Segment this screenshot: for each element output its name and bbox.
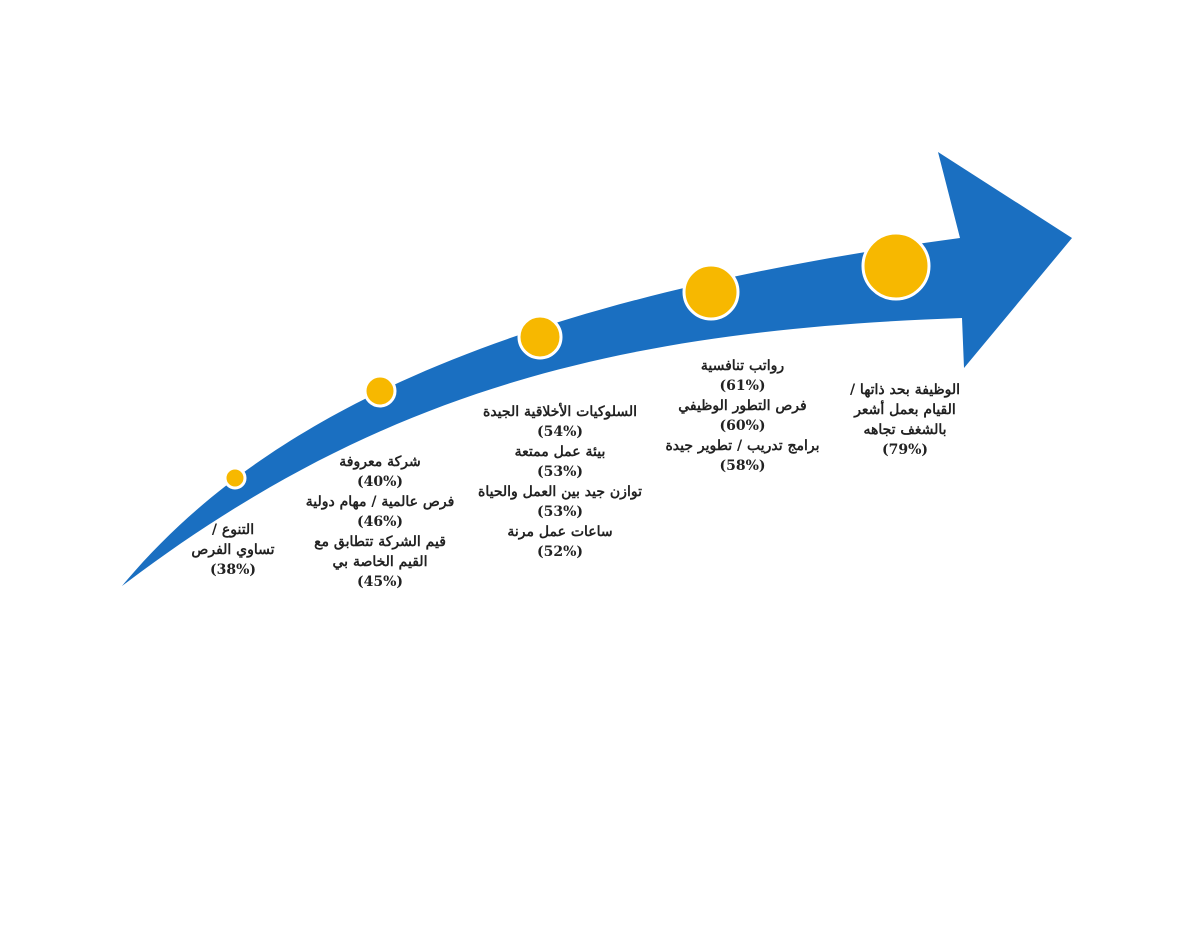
stage-2-item-2-percent: (46%) — [356, 514, 404, 530]
stage-4-item-3-percent: (58%) — [719, 458, 766, 474]
stage-4-label: رواتب تنافسية (61%) فرص التطور الوظيفي (… — [650, 356, 835, 476]
stage-5-label: الوظيفة بحد ذاتها / القيام بعمل أشعر بال… — [830, 380, 980, 460]
stage-5-percent: (79%) — [881, 442, 929, 458]
stage-3-item-4-percent: (52%) — [536, 544, 584, 560]
stage-5-line-1: الوظيفة بحد ذاتها / — [849, 382, 961, 398]
stage-1-line-1: التنوع / — [211, 522, 255, 538]
stage-4-item-2: فرص التطور الوظيفي — [678, 398, 807, 414]
stage-3-item-2: بيئة عمل ممتعة — [514, 444, 606, 460]
milestone-dot-2 — [363, 374, 397, 408]
stage-5-line-3: بالشغف تجاهه — [863, 422, 947, 438]
stage-3-item-1-percent: (54%) — [536, 424, 584, 440]
stage-3-label: السلوكيات الأخلاقية الجيدة (54%) بيئة عم… — [460, 402, 660, 562]
stage-4-item-1: رواتب تنافسية — [700, 358, 785, 374]
stage-2-item-3-line-1: قيم الشركة تتطابق مع — [314, 534, 446, 550]
curved-arrow — [122, 152, 1072, 586]
stage-2-item-3-line-2: القيم الخاصة بي — [332, 554, 428, 570]
milestone-dot-5 — [861, 231, 931, 301]
stage-2-label: شركة معروفة (40%) فرص عالمية / مهام دولي… — [290, 452, 470, 592]
stage-3-item-1: السلوكيات الأخلاقية الجيدة — [483, 404, 637, 420]
stage-4-item-1-percent: (61%) — [719, 378, 766, 394]
stage-2-item-1: شركة معروفة — [339, 454, 421, 470]
stage-2-item-3-percent: (45%) — [356, 574, 404, 590]
stage-1-label: التنوع / تساوي الفرص (38%) — [168, 520, 298, 580]
stage-4-item-3: برامج تدريب / تطوير جيدة — [665, 438, 820, 454]
stage-3-item-3: توازن جيد بين العمل والحياة — [478, 484, 642, 500]
stage-1-percent: (38%) — [209, 562, 257, 578]
stage-4-item-2-percent: (60%) — [719, 418, 766, 434]
milestone-dot-4 — [682, 263, 740, 321]
stage-2-item-2: فرص عالمية / مهام دولية — [305, 494, 455, 510]
stage-3-item-4: ساعات عمل مرنة — [507, 524, 613, 540]
stage-3-item-2-percent: (53%) — [536, 464, 584, 480]
stage-3-item-3-percent: (53%) — [536, 504, 584, 520]
milestone-dot-1 — [223, 466, 247, 490]
stage-2-item-1-percent: (40%) — [356, 474, 404, 490]
stage-5-line-2: القيام بعمل أشعر — [854, 402, 956, 418]
stage-1-line-2: تساوي الفرص — [191, 542, 275, 558]
milestone-dot-3 — [517, 314, 563, 360]
